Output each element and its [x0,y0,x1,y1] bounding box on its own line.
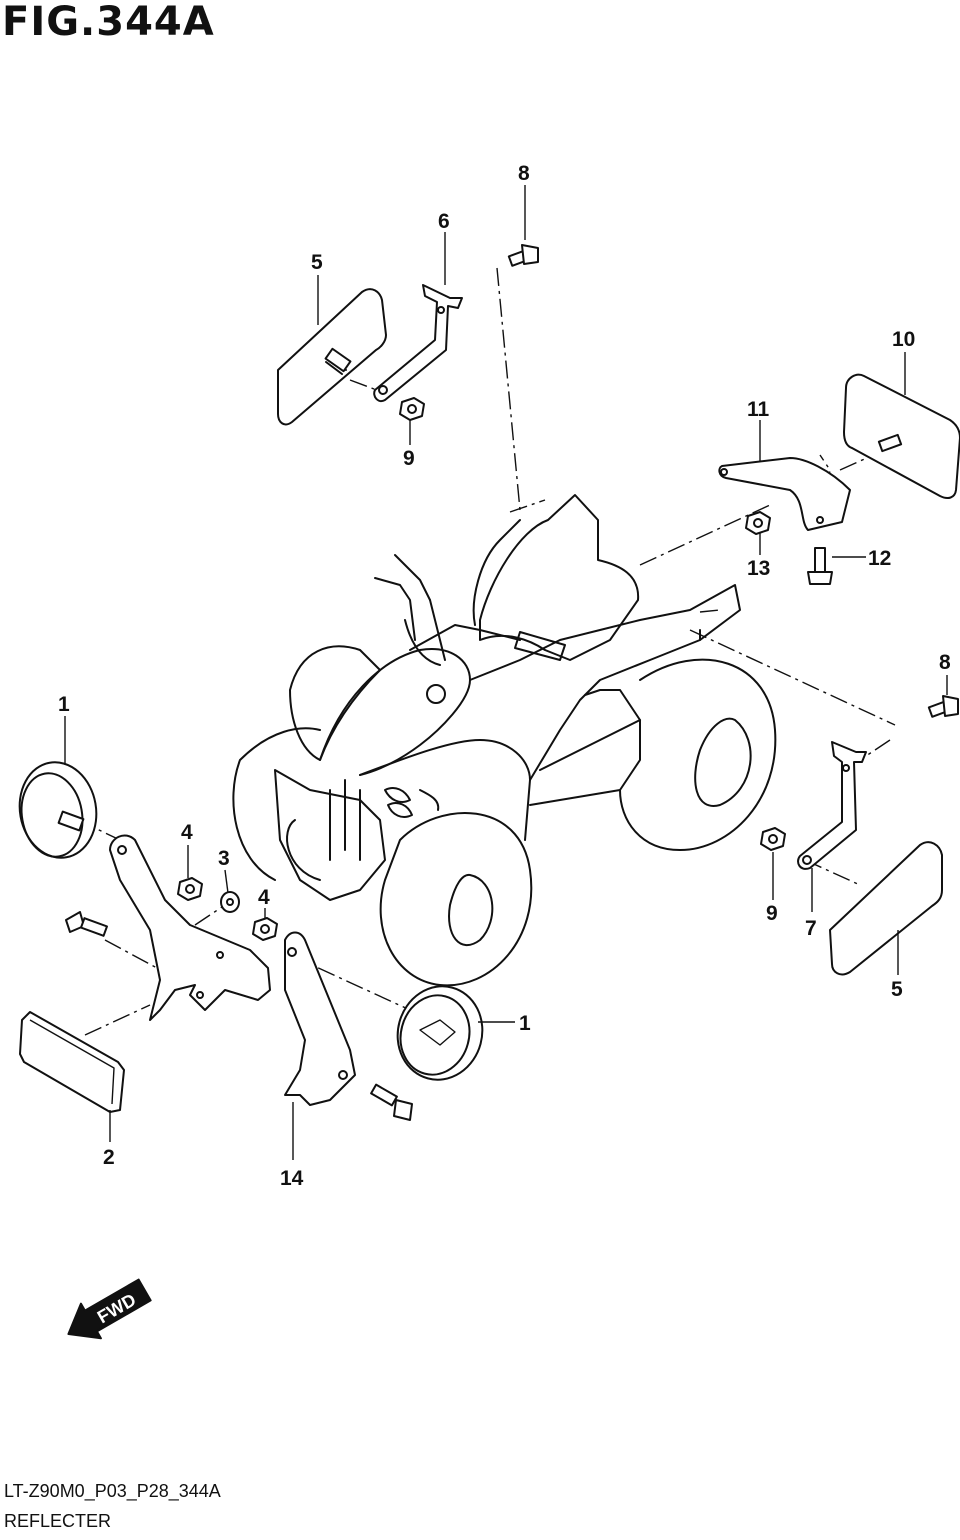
reflector-rear-left [277,288,387,426]
bolt-8-right [927,695,959,718]
callout-12: 12 [868,547,891,570]
callout-4-right: 4 [258,886,270,909]
callout-1-right: 1 [519,1012,531,1035]
callout-1-left: 1 [58,693,70,716]
bracket-6 [373,284,463,402]
callout-2: 2 [103,1146,115,1169]
nut-4-right [252,917,278,941]
bracket-left [109,834,271,1021]
nut-4-left [177,877,203,901]
nut-13 [745,511,771,535]
callout-labels: 8 6 5 9 10 11 13 12 8 1 4 3 4 9 7 5 1 2 … [58,162,951,1190]
fwd-arrow-icon: FWD [67,1278,152,1340]
figure-name: REFLECTER [4,1511,112,1531]
callout-10: 10 [892,328,915,351]
washer-3 [220,891,240,913]
callout-14: 14 [280,1167,304,1190]
callout-6: 6 [438,210,450,233]
figure-title: FIG.344A [2,0,215,45]
bracket-7 [797,741,867,870]
callout-13: 13 [747,557,770,580]
callout-9-top: 9 [403,447,415,470]
bracket-11 [718,457,851,531]
callout-leaders [64,185,948,1160]
assembly-lines [77,267,896,1036]
callout-11: 11 [747,398,770,421]
callout-5-top: 5 [311,251,323,274]
bolt-bottom [370,1083,413,1121]
callout-3: 3 [218,847,230,870]
callout-4-left: 4 [181,821,193,844]
callout-8-right: 8 [939,651,951,674]
bolt-12 [807,547,833,585]
bracket-14 [284,931,356,1106]
reflector-round-right [396,985,484,1081]
figure-code: LT-Z90M0_P03_P28_344A [4,1481,221,1501]
bolt-8-top [507,244,539,267]
bolt-left [65,911,108,937]
atv-outline [232,494,777,987]
reflector-front-left [19,1011,125,1113]
reflector-rear-right [843,373,960,499]
reflector-round-left [18,761,98,859]
callout-8-top: 8 [518,162,530,185]
reflector-front-right [829,841,943,976]
callout-9-right: 9 [766,902,778,925]
nut-9-top [399,397,425,421]
callout-7: 7 [805,917,817,940]
callout-5-right: 5 [891,978,903,1001]
nut-9-right [760,827,786,851]
